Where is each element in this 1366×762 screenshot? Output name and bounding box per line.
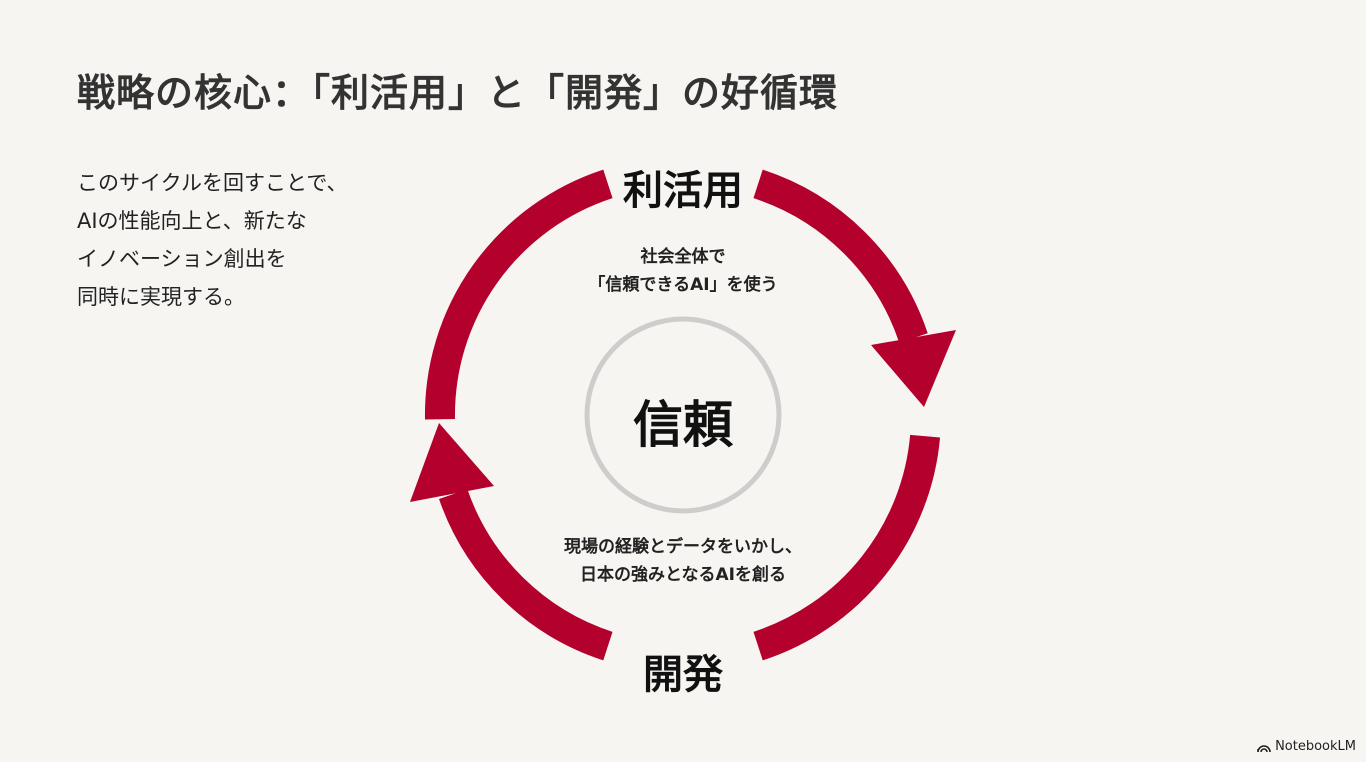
- caption-line: 現場の経験とデータをいかし、: [564, 537, 802, 557]
- bottom-caption: 現場の経験とデータをいかし、 日本の強みとなるAIを創る: [483, 533, 883, 589]
- cycle-arc-right: [753, 434, 941, 661]
- cycle-center-trust: 信頼: [633, 396, 733, 454]
- arrowhead-up-icon: [410, 423, 494, 502]
- caption-line: 日本の強みとなるAIを創る: [580, 565, 786, 585]
- notebooklm-logo-icon: [1257, 744, 1271, 752]
- logo-text: NotebookLM: [1275, 739, 1356, 754]
- notebooklm-logo: NotebookLM: [1257, 739, 1356, 754]
- cycle-arc-top-right: [753, 169, 928, 343]
- cycle-label-utilization: 利活用: [623, 168, 743, 214]
- description: このサイクルを回すことで、 AIの性能向上と、新たな イノベーション創出を 同時…: [77, 164, 347, 316]
- description-line: このサイクルを回すことで、: [77, 171, 348, 195]
- top-caption: 社会全体で 「信頼できるAI」を使う: [483, 243, 883, 299]
- description-line: イノベーション創出を: [77, 247, 287, 271]
- description-line: AIの性能向上と、新たな: [77, 209, 307, 233]
- cycle-arc-top-left: [424, 169, 613, 420]
- caption-line: 「信頼できるAI」を使う: [588, 275, 778, 295]
- description-line: 同時に実現する。: [77, 285, 245, 309]
- caption-line: 社会全体で: [640, 247, 726, 267]
- slide-title: 戦略の核心：「利活用」と「開発」の好循環: [77, 71, 839, 115]
- cycle-label-development: 開発: [643, 652, 723, 698]
- cycle-arc-left: [439, 489, 613, 661]
- center-ring: [584, 316, 782, 514]
- arrowhead-down-icon: [871, 330, 956, 407]
